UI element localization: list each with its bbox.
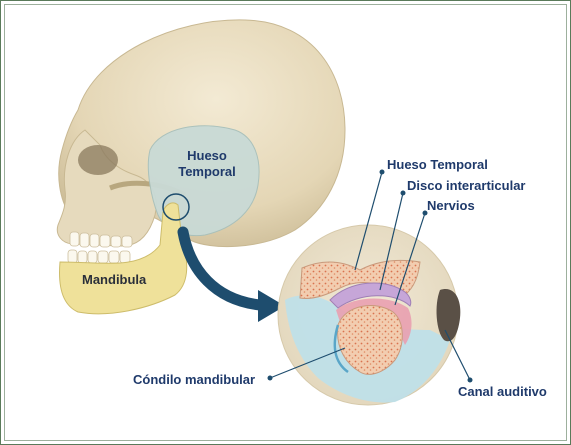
label-mandible: Mandibula — [82, 272, 146, 288]
label-temporal-bone-skull: Hueso Temporal — [172, 148, 242, 180]
lower-teeth — [68, 250, 130, 263]
label-articular-disc: Disco interarticular — [407, 178, 526, 194]
label-mandibular-condyle: Cóndilo mandibular — [133, 372, 255, 388]
label-ear-canal: Canal auditivo — [458, 384, 547, 400]
label-temporal-bone-inset: Hueso Temporal — [387, 157, 488, 173]
inset-ear-canal — [437, 289, 461, 341]
eye-socket — [78, 145, 118, 175]
label-nerves: Nervios — [427, 198, 475, 214]
